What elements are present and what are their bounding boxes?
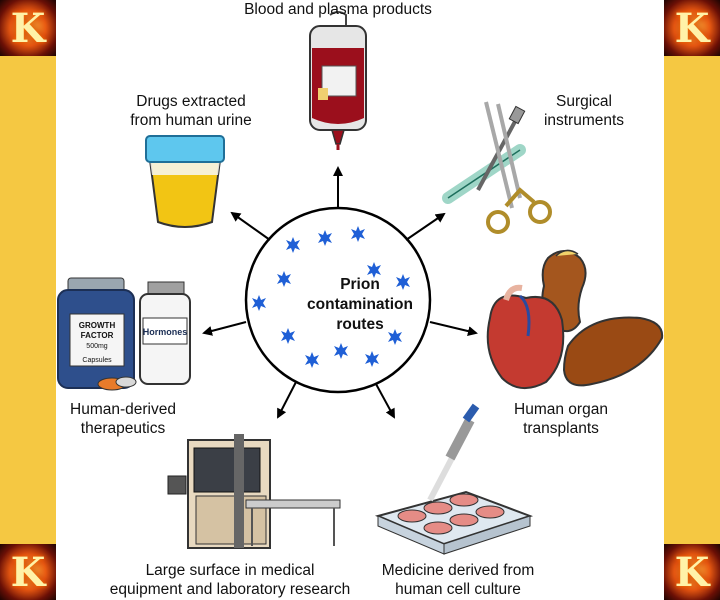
label-therapeutics: Human-derived therapeutics (70, 401, 176, 437)
arrow-to-organs (429, 321, 478, 337)
arrow-to-surgical (405, 212, 446, 241)
prion-star-icon (286, 237, 300, 253)
right-yellow-border (664, 0, 720, 600)
prion-star-icon (277, 271, 291, 287)
svg-text:500mg: 500mg (86, 343, 108, 350)
k-watermark-bottom-right: K (664, 544, 720, 600)
route-arrows (202, 166, 478, 419)
label-surgical: Surgical instruments (543, 93, 625, 129)
prion-star-icon (388, 329, 402, 345)
prion-star-icon (334, 343, 348, 359)
label-organs: Human organ transplants (514, 401, 608, 437)
prion-star-icon (318, 230, 332, 246)
label-cell-culture: Medicine derived from human cell culture (381, 562, 535, 598)
blood-bag-icon (309, 11, 367, 150)
left-yellow-border (0, 0, 56, 600)
organs-icon (486, 249, 664, 389)
urine-cup-icon (145, 135, 225, 228)
svg-text:GROWTH: GROWTH (79, 321, 116, 330)
prion-star-icon (281, 328, 295, 344)
heart-icon (486, 294, 565, 389)
prion-star-icon (365, 351, 379, 367)
label-blood: Blood and plasma products (244, 1, 432, 18)
arrow-to-urine (230, 211, 271, 241)
label-lab-equipment: Large surface in medical equipment and l… (109, 562, 351, 598)
center-title-line1: Prion (340, 276, 380, 293)
prion-particles (252, 226, 410, 368)
svg-text:Hormones: Hormones (143, 327, 188, 337)
therapeutics-icon: GROWTH FACTOR 500mg Capsules Hormones (57, 277, 191, 391)
surgical-instruments-icon (442, 101, 552, 234)
svg-text:FACTOR: FACTOR (81, 331, 114, 340)
prion-star-icon (252, 295, 266, 311)
svg-text:Capsules: Capsules (82, 357, 112, 364)
prion-star-icon (305, 352, 319, 368)
label-urine: Drugs extracted from human urine (130, 93, 252, 129)
center-title-line2: contamination (307, 296, 413, 313)
arrow-to-lab-equipment (277, 381, 297, 419)
cell-culture-icon (374, 403, 534, 555)
arrow-to-therapeutics (202, 321, 247, 336)
prion-star-icon (367, 262, 381, 278)
center-title-line3: routes (336, 316, 384, 333)
k-watermark-top-left: K (0, 0, 56, 56)
k-watermark-bottom-left: K (0, 544, 56, 600)
liver-icon (562, 316, 664, 387)
prion-star-icon (351, 226, 365, 242)
prion-star-icon (396, 274, 410, 290)
lab-equipment-icon (167, 434, 341, 549)
k-watermark-top-right: K (664, 0, 720, 56)
arrow-to-cell-culture (375, 383, 395, 419)
center-title: Prion contamination routes (270, 275, 450, 335)
